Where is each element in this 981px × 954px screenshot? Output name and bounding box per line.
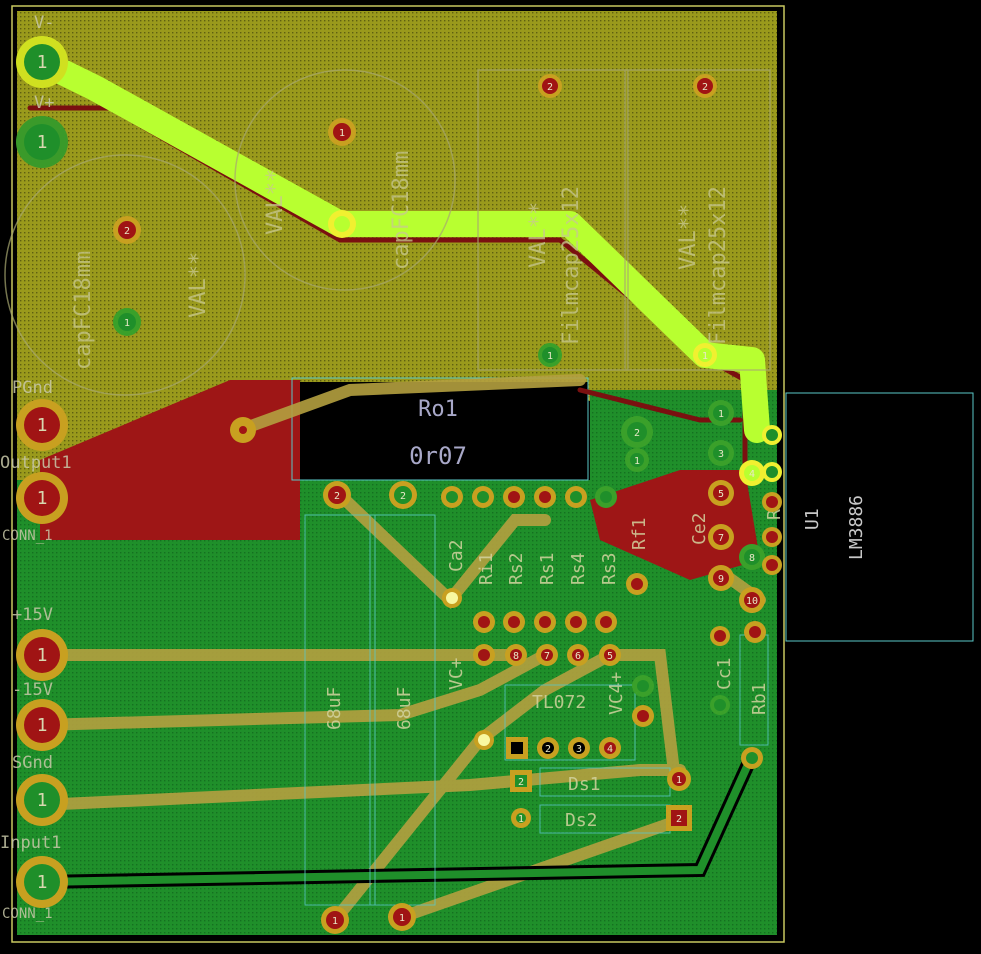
cap-outlines (4, 69, 771, 396)
pad-num: 2 (702, 82, 708, 93)
pad-num: 2 (634, 428, 640, 439)
conn-pad-num: 1 (37, 132, 48, 153)
label-vc: VC+ (446, 657, 467, 690)
label-ds2: Ds2 (565, 810, 598, 831)
ro1-ref: Ro1 (418, 397, 458, 422)
conn-pad-num: 1 (37, 645, 48, 666)
label-rs4: Rs4 (568, 552, 589, 585)
connector-pads (16, 36, 68, 908)
label-68uf-1: 68uF (324, 687, 345, 730)
pad-num: 5 (607, 651, 613, 662)
pad-num: 2 (545, 744, 551, 755)
val-label-1: VAL** (186, 252, 211, 318)
pad-num: 1 (634, 456, 640, 467)
conn-pad-num: 1 (37, 488, 48, 509)
conn-label-sgnd: SGnd (12, 753, 53, 773)
label-68uf-2: 68uF (394, 687, 415, 730)
conn-label-vminus: V- (34, 13, 54, 33)
pad-num: 7 (718, 533, 724, 544)
pad-num: 10 (746, 596, 758, 607)
val-label-2: VAL** (263, 169, 288, 235)
label-rf1: Rf1 (629, 517, 650, 550)
ro1-value: 0r07 (409, 442, 467, 470)
film2-label: Filmcap25x12 (706, 186, 731, 345)
pad-num: 2 (547, 82, 553, 93)
u1-value: LM3886 (846, 495, 867, 560)
pad-num: 1 (547, 351, 553, 362)
pad-num: 1 (399, 913, 405, 924)
top-copper-zone (17, 11, 777, 401)
pad-num: 1 (518, 814, 524, 825)
conn-pad-num: 1 (37, 52, 48, 73)
conn-label-m15v: -15V (12, 680, 53, 700)
conn-label-conn1-a: CONN_1 (2, 528, 53, 544)
pad-num: 2 (400, 491, 406, 502)
conn-label-15v: +15V (12, 605, 53, 625)
pad-num: 1 (702, 351, 708, 362)
pad-num: 3 (718, 449, 724, 460)
input-trace (39, 757, 757, 889)
conn-label-output1: Output1 (0, 453, 72, 473)
pad-num: 4 (607, 744, 613, 755)
pad-num: 4 (749, 469, 755, 480)
pad-num: 2 (518, 777, 524, 788)
green-zone-left-mid (17, 540, 307, 935)
label-rs3: Rs3 (599, 552, 620, 585)
ro1-body (300, 382, 588, 478)
pad-num: 2 (676, 814, 682, 825)
label-rs1: Rs1 (537, 552, 558, 585)
pad-num: 2 (124, 226, 130, 237)
label-cc1: Cc1 (714, 657, 735, 690)
pad-num: 5 (718, 489, 724, 500)
u1-ref: U1 (802, 508, 823, 530)
conn-label-pgnd: PGnd (12, 378, 53, 398)
label-ca2: Ca2 (446, 539, 467, 572)
conn-pad-num: 1 (37, 415, 48, 436)
pad-num: 3 (576, 744, 582, 755)
label-ds1: Ds1 (568, 774, 601, 795)
pad-num: 1 (332, 916, 338, 927)
conn-label-vplus: V+ (34, 93, 54, 113)
pad-num: 9 (718, 574, 724, 585)
pad-num: 8 (749, 553, 755, 564)
pad-num: 1 (676, 775, 682, 786)
film1-label: Filmcap25x12 (559, 186, 584, 345)
conn-pad-num: 1 (37, 872, 48, 893)
conn-label-input1: Input1 (0, 833, 61, 853)
top-traces (34, 374, 766, 926)
pad-num: 8 (513, 651, 519, 662)
u1-outline (785, 392, 974, 642)
label-rs2: Rs2 (506, 552, 527, 585)
conn-pad-num: 1 (37, 715, 48, 736)
label-ce2: Ce2 (689, 512, 710, 545)
label-vc4: VC4+ (606, 671, 627, 715)
label-rb1: Rb1 (749, 682, 770, 715)
component-pads (113, 74, 782, 934)
highlighted-net-trace (29, 49, 770, 443)
pad-num: 6 (575, 651, 581, 662)
val-label-3: VAL** (526, 202, 551, 268)
pad-num: 2 (334, 491, 340, 502)
pad-num: 1 (339, 128, 345, 139)
conn-pad-num: 1 (37, 790, 48, 811)
pad-num: 1 (124, 318, 130, 329)
val-label-4: VAL** (676, 204, 701, 270)
ro1-outline (291, 377, 589, 481)
cap2-label: capFC18mm (389, 151, 414, 270)
pad-num: 7 (544, 651, 550, 662)
cap1-label: capFC18mm (71, 251, 96, 370)
conn-label-conn1-b: CONN_1 (2, 906, 53, 922)
label-tl072: TL072 (532, 692, 586, 713)
pad-num: 1 (718, 409, 724, 420)
label-ri1: Ri1 (476, 552, 497, 585)
